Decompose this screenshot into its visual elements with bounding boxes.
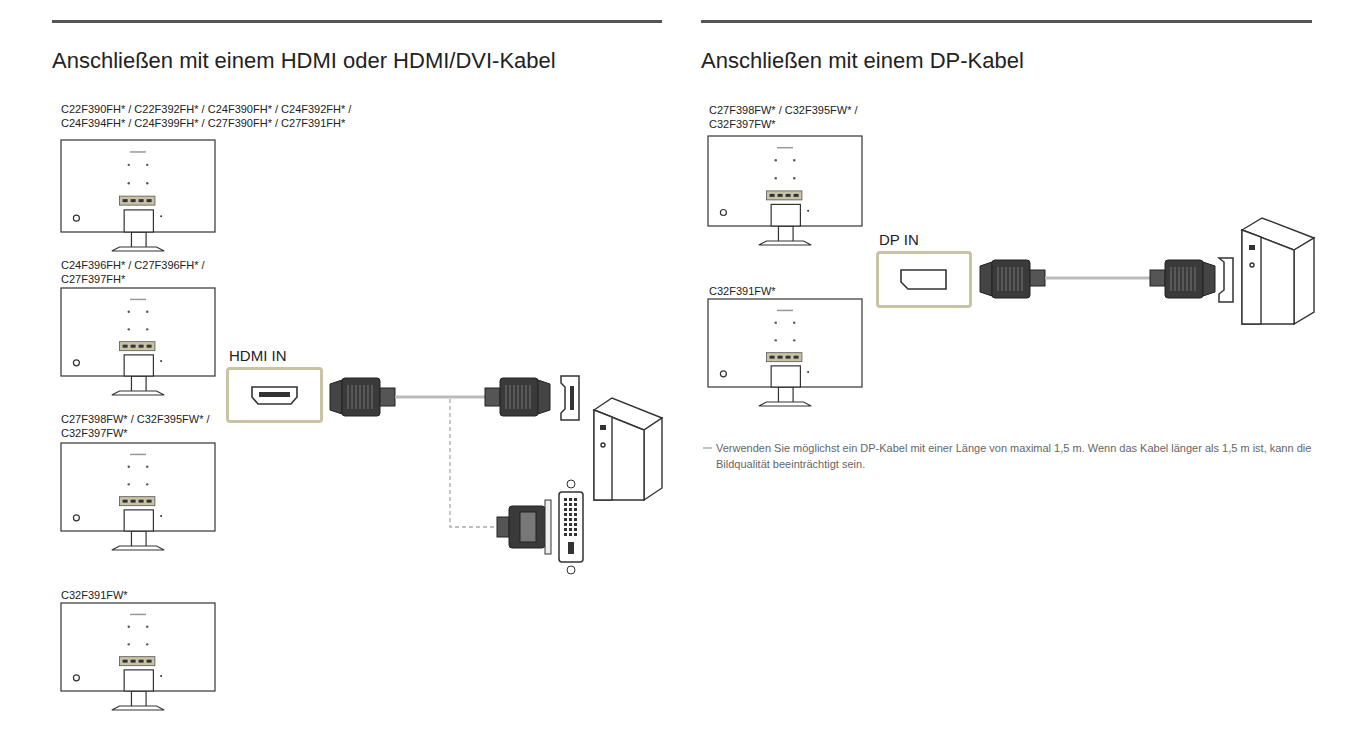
section-rule	[701, 20, 1312, 23]
model-label: C32F391FW*	[709, 284, 869, 298]
note-mark	[703, 448, 712, 449]
dp-cable	[980, 258, 1233, 302]
port-label: HDMI IN	[229, 347, 287, 365]
monitor-model: C27F398FW* / C32F395FW* / C32F397FW*	[61, 412, 221, 440]
computer-tower	[594, 398, 662, 500]
monitor-model: C24F396FH* / C27F396FH* / C27F397FH*	[61, 258, 221, 286]
port-box: DP IN	[876, 251, 972, 308]
monitor-illustration	[708, 299, 862, 406]
model-label: C22F390FH* / C22F392FH* / C24F390FH* / C…	[61, 102, 379, 130]
monitor-model: C32F391FW*	[61, 588, 221, 602]
section-heading: Anschließen mit einem DP-Kabel	[701, 48, 1024, 74]
model-label: C27F398FW* / C32F395FW* / C32F397FW*	[61, 412, 221, 440]
computer-tower	[1242, 218, 1314, 324]
monitor-illustration	[708, 136, 862, 245]
model-label: C32F391FW*	[61, 588, 221, 602]
monitor-model: C22F390FH* / C22F392FH* / C24F390FH* / C…	[61, 102, 379, 130]
monitor-illustration	[61, 603, 215, 710]
model-label: C27F398FW* / C32F395FW* / C32F397FW*	[709, 103, 874, 131]
hdmi-port-icon	[252, 387, 297, 404]
monitor-illustration	[61, 288, 215, 395]
section-rule	[52, 20, 662, 23]
section-heading: Anschließen mit einem HDMI oder HDMI/DVI…	[52, 48, 556, 74]
note-text: Verwenden Sie möglichst ein DP-Kabel mit…	[716, 440, 1316, 472]
monitor-model: C32F391FW*	[709, 284, 869, 298]
hdmi-cable	[330, 376, 583, 574]
monitor-illustration	[61, 140, 215, 251]
port-box: HDMI IN	[226, 367, 323, 423]
port-label: DP IN	[879, 231, 919, 249]
monitor-illustration	[61, 443, 215, 550]
monitor-model: C27F398FW* / C32F395FW* / C32F397FW*	[709, 103, 874, 131]
model-label: C24F396FH* / C27F396FH* / C27F397FH*	[61, 258, 221, 286]
dp-port-icon	[901, 270, 946, 289]
